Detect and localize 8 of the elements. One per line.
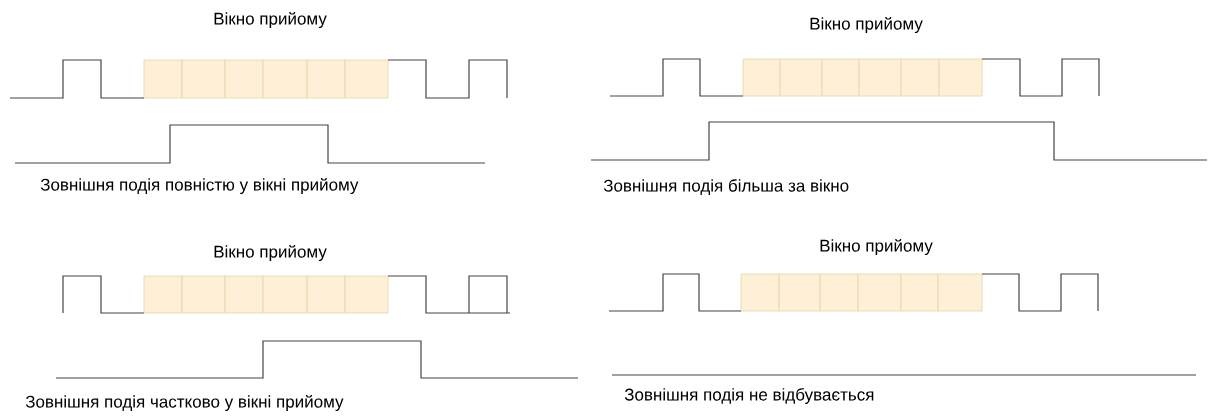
caption: Зовнішня подія частково у вікні прийому <box>25 394 344 412</box>
caption: Зовнішня подія повністю у вікні прийому <box>40 177 359 195</box>
window-title: Вікно прийому <box>810 16 923 34</box>
caption: Зовнішня подія не відбувається <box>624 388 874 404</box>
caption: Зовнішня подія більша за вікно <box>603 179 849 195</box>
window-title: Вікно прийому <box>214 11 327 29</box>
window-title: Вікно прийому <box>820 238 933 256</box>
window-title: Вікно прийому <box>214 244 327 262</box>
